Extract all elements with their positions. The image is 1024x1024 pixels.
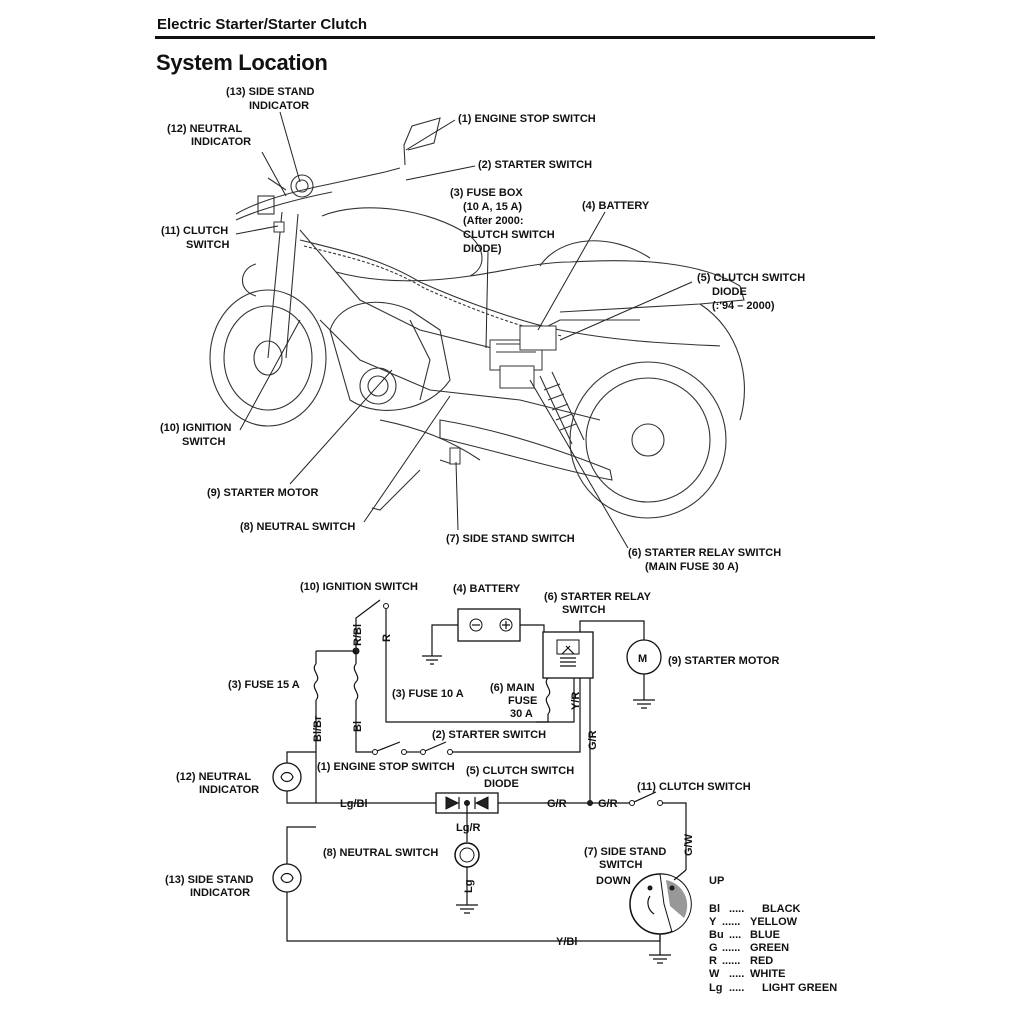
label-starter-relay-switch-loc: (6) STARTER RELAY SWITCH(MAIN FUSE 30 A)	[628, 547, 781, 573]
motor-m-label: M	[638, 653, 647, 665]
page-header-title: Electric Starter/Starter Clutch	[157, 16, 368, 33]
engine-stop-switch-label: (1) ENGINE STOP SWITCH	[317, 761, 455, 773]
wire-code-r: R	[381, 634, 393, 642]
wire-code-r-bl: R/Bl	[352, 624, 364, 646]
legend-row: R......RED	[709, 955, 773, 967]
up-label: UP	[709, 875, 724, 887]
battery-label: (4) BATTERY	[453, 583, 521, 595]
legend-row: Lg.....LIGHT GREEN	[709, 982, 837, 994]
ignition-switch-symbol	[355, 599, 381, 651]
label-starter-motor-loc: (9) STARTER MOTOR	[207, 487, 318, 499]
location-leader-lines	[235, 111, 693, 549]
wire-code-g-r-vertical: G/R	[587, 730, 599, 750]
label-side-stand-switch-loc: (7) SIDE STAND SWITCH	[446, 533, 575, 545]
fuse-15a-symbol	[313, 663, 319, 701]
fuse-10a-symbol	[353, 663, 359, 701]
fuse-15a-label: (3) FUSE 15 A	[228, 679, 300, 691]
legend-row: G......GREEN	[709, 942, 789, 954]
legend-row: Bl.....BLACK	[709, 903, 801, 915]
starter-switch-label: (2) STARTER SWITCH	[432, 729, 546, 741]
label-neutral-switch-loc: (8) NEUTRAL SWITCH	[240, 521, 355, 533]
clutch-switch-label: (11) CLUTCH SWITCH	[637, 781, 751, 793]
section-title: System Location	[156, 50, 328, 75]
fuse-10a-label: (3) FUSE 10 A	[392, 688, 464, 700]
legend-row: Y......YELLOW	[709, 916, 798, 928]
clutch-switch-symbol	[633, 791, 657, 803]
label-clutch-switch-diode-loc: (5) CLUTCH SWITCH DIODE (:'94 – 2000)	[697, 272, 808, 312]
label-battery-loc: (4) BATTERY	[582, 200, 650, 212]
label-starter-switch-loc: (2) STARTER SWITCH	[478, 159, 592, 171]
legend-row: W.....WHITE	[709, 968, 785, 980]
neutral-indicator-symbol	[272, 762, 302, 792]
wiring-schematic: M	[272, 599, 692, 964]
motorcycle-illustration	[209, 117, 745, 519]
down-label: DOWN	[596, 875, 631, 887]
engine-stop-switch-symbol	[424, 741, 447, 752]
wire-code-y-r: Y/R	[570, 692, 582, 710]
color-legend: Bl.....BLACK Y......YELLOW Bu....BLUE G.…	[709, 903, 837, 994]
neutral-switch-label: (8) NEUTRAL SWITCH	[323, 847, 438, 859]
label-fuse-box-loc: (3) FUSE BOX (10 A, 15 A) (After 2000: C…	[450, 187, 558, 255]
wire-code-g-r-2: G/R	[598, 798, 618, 810]
wire-code-lg-r: Lg/R	[456, 822, 480, 834]
main-fuse-label: (6) MAIN FUSE 30 A	[490, 682, 540, 720]
legend-row: Bu....BLUE	[709, 929, 780, 941]
main-fuse-symbol	[545, 677, 551, 715]
side-stand-indicator-symbol	[272, 863, 302, 893]
starter-motor-label: (9) STARTER MOTOR	[668, 655, 779, 667]
wire-code-g-w: G/W	[683, 833, 695, 856]
starter-switch-symbol	[376, 741, 401, 752]
wire-code-lg-bl: Lg/Bl	[340, 798, 368, 810]
wire-code-g-r-1: G/R	[547, 798, 567, 810]
starter-relay-symbol	[542, 631, 594, 679]
wire-codes: R/Bl R Bl/Br Bl Y/R G/R Lg/Bl G/R G/R Lg…	[312, 624, 695, 948]
wire-code-y-bl: Y/Bl	[556, 936, 577, 948]
wire-code-bl-br: Bl/Br	[312, 715, 324, 742]
wire-code-lg: Lg	[463, 880, 475, 893]
ignition-switch-label: (10) IGNITION SWITCH	[300, 581, 418, 593]
wire-code-bl: Bl	[352, 721, 364, 732]
label-engine-stop-switch-loc: (1) ENGINE STOP SWITCH	[458, 113, 596, 125]
header-rule	[155, 36, 875, 39]
schematic-labels: (10) IGNITION SWITCH (4) BATTERY (6) STA…	[165, 581, 779, 899]
